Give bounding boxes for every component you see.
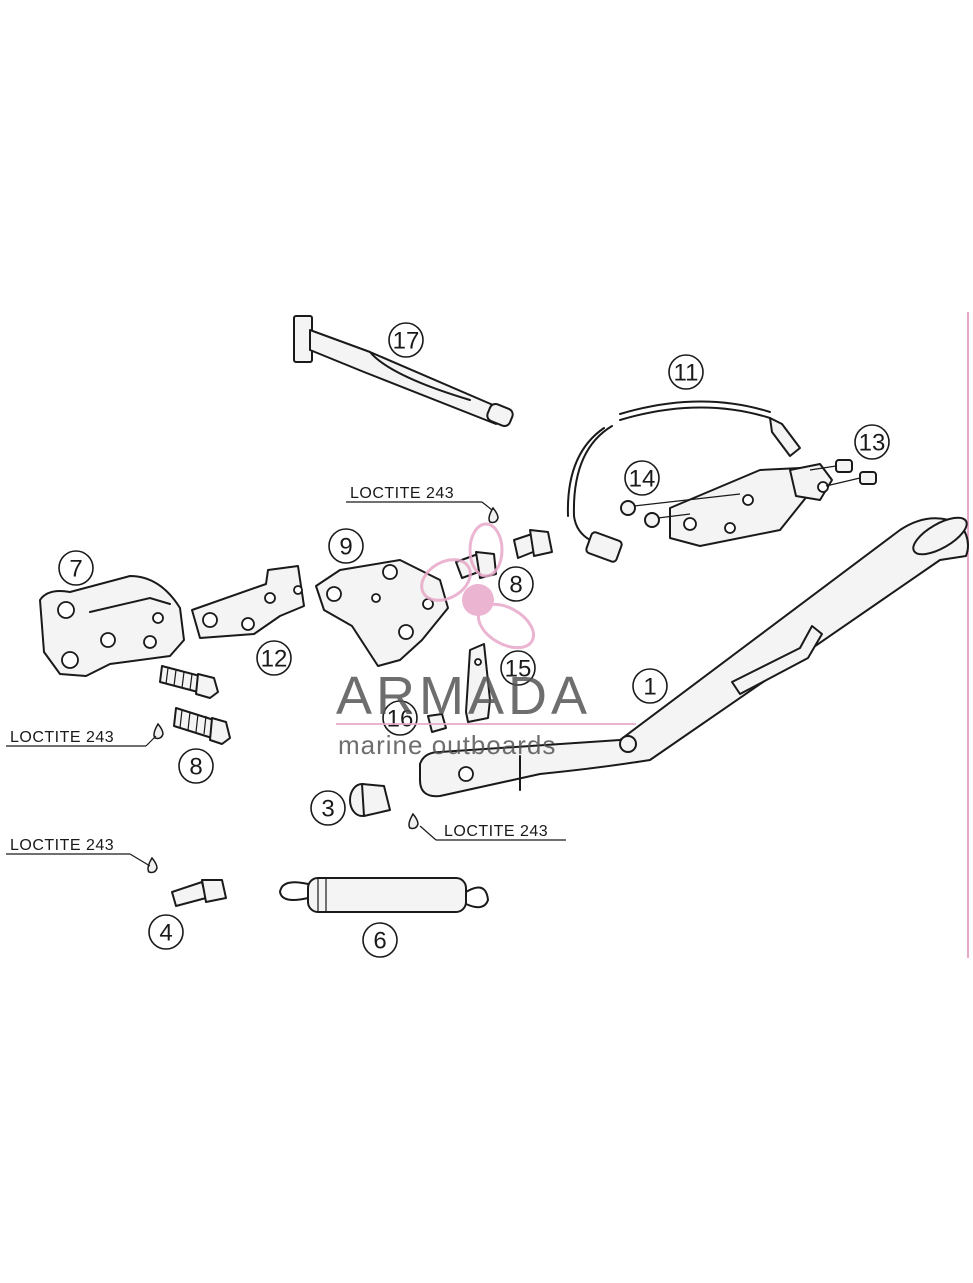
callout-14: 14 [624, 460, 660, 496]
svg-text:1: 1 [643, 674, 656, 701]
svg-text:11: 11 [674, 360, 699, 387]
callout-9: 9 [328, 528, 364, 564]
leader-lines [6, 501, 566, 867]
part-7-bracket [39, 575, 185, 677]
callout-6: 6 [362, 922, 398, 958]
callout-4: 4 [148, 914, 184, 950]
svg-text:7: 7 [69, 556, 82, 583]
callout-8: 8 [498, 566, 534, 602]
svg-text:6: 6 [373, 928, 386, 955]
callout-17: 17 [388, 322, 424, 358]
svg-text:9: 9 [339, 534, 352, 561]
watermark-tagline: marine outboards [338, 730, 556, 760]
callout-11: 11 [668, 354, 704, 390]
svg-text:8: 8 [509, 572, 522, 599]
part-17-rod [293, 315, 514, 428]
part-8-bolts-left [159, 665, 231, 745]
loctite-note: LOCTITE 243 [10, 837, 114, 854]
svg-text:17: 17 [393, 328, 420, 355]
svg-text:12: 12 [261, 646, 288, 673]
callout-12: 12 [256, 640, 292, 676]
part-14-nuts [620, 493, 741, 528]
part-1-side-stand [419, 516, 969, 798]
svg-text:4: 4 [159, 920, 172, 947]
svg-text:8: 8 [189, 754, 202, 781]
callout-3: 3 [310, 790, 346, 826]
callout-1: 1 [632, 668, 668, 704]
propeller-logo-icon [420, 522, 535, 650]
callout-13: 13 [854, 424, 890, 460]
part-9-plate [315, 559, 449, 667]
part-12-plate [191, 565, 305, 639]
callout-16: 16 [382, 700, 418, 736]
armada-watermark: ARMADA marine outboards [336, 522, 636, 760]
svg-text:3: 3 [321, 796, 334, 823]
callout-8: 8 [178, 748, 214, 784]
part-4-bolt [171, 879, 227, 907]
svg-text:13: 13 [859, 430, 886, 457]
svg-text:16: 16 [387, 706, 414, 733]
svg-text:15: 15 [505, 656, 532, 683]
part-13-switch-bracket [669, 459, 877, 547]
loctite-note: LOCTITE 243 [350, 485, 454, 502]
part-6-spring [278, 877, 490, 913]
loctite-drop-icons [147, 506, 499, 874]
loctite-note: LOCTITE 243 [10, 729, 114, 746]
part-15-small-bracket [465, 643, 491, 723]
callout-7: 7 [58, 550, 94, 586]
part-11-cable [566, 400, 801, 563]
svg-text:14: 14 [629, 466, 656, 493]
callout-15: 15 [500, 650, 536, 686]
loctite-note: LOCTITE 243 [444, 823, 548, 840]
part-3-bushing [349, 783, 391, 817]
watermark-brand: ARMADA [336, 666, 591, 726]
